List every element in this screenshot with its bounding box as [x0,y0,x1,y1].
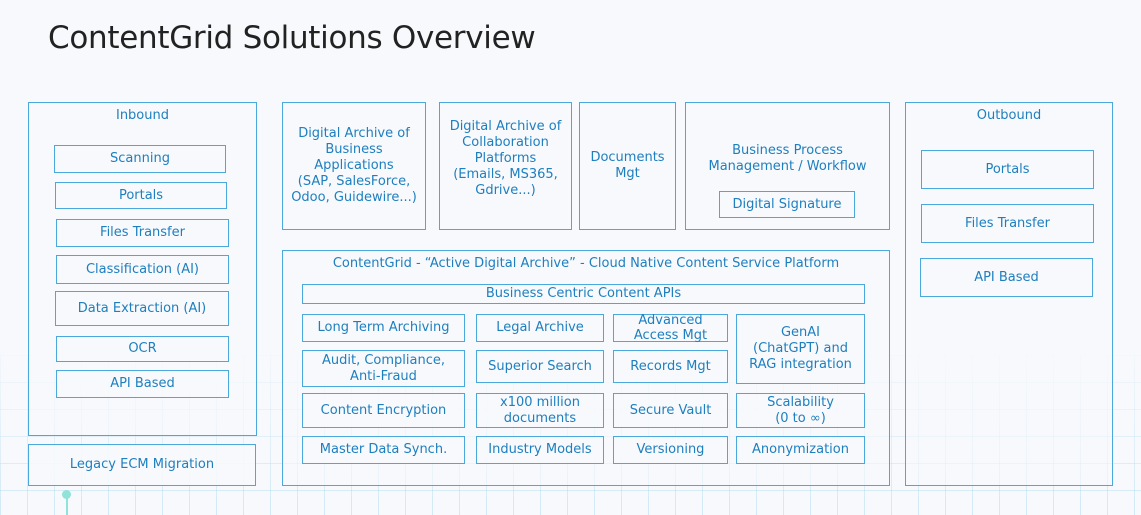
inbound-item-ocr: OCR [56,336,229,362]
cell-scalability: Scalability (0 to ∞) [736,393,865,428]
inbound-item-api-based: API Based [56,370,229,398]
documents-mgt: Documents Mgt [579,102,676,230]
page-title: ContentGrid Solutions Overview [48,20,536,56]
cell-advanced-access-mgt: Advanced Access Mgt [613,313,728,343]
inbound-item-files-transfer: Files Transfer [56,219,229,247]
inbound-item-scanning: Scanning [54,145,226,173]
cell-secure-vault: Secure Vault [613,393,728,428]
accent-line [66,498,68,515]
cell-records-mgt: Records Mgt [613,350,728,383]
inbound-item-data-extraction: Data Extraction (AI) [55,291,229,326]
cell-superior-search: Superior Search [476,350,604,383]
outbound-item-api-based: API Based [920,258,1093,297]
cell-genai: GenAI (ChatGPT) and RAG integration [736,314,865,384]
cell-industry-models: Industry Models [476,436,604,464]
digital-archive-collab-platforms: Digital Archive of Collaboration Platfor… [439,102,572,230]
outbound-item-portals: Portals [921,150,1094,189]
digital-archive-business-apps: Digital Archive of Business Applications… [282,102,426,230]
outbound-label: Outbound [976,108,1042,123]
cell-master-data-synch: Master Data Synch. [302,436,465,464]
inbound-label: Inbound [115,108,169,123]
bpm-workflow-label: Business Process Management / Workflow [708,143,867,174]
inbound-item-portals: Portals [55,182,227,209]
cell-anonymization: Anonymization [736,436,865,464]
outbound-item-files-transfer: Files Transfer [921,204,1094,243]
legacy-ecm-migration: Legacy ECM Migration [28,444,256,486]
platform-label: ContentGrid - “Active Digital Archive” -… [332,256,840,271]
inbound-item-classification: Classification (AI) [56,255,229,284]
accent-dot [62,490,71,499]
cell-content-encryption: Content Encryption [302,393,465,428]
cell-audit-compliance: Audit, Compliance, Anti-Fraud [302,350,465,387]
cell-versioning: Versioning [613,436,728,464]
cell-x100-million-documents: x100 million documents [476,393,604,428]
cell-long-term-archiving: Long Term Archiving [302,314,465,342]
digital-signature: Digital Signature [719,191,855,218]
business-centric-apis: Business Centric Content APIs [302,284,865,304]
cell-legal-archive: Legal Archive [476,314,604,342]
